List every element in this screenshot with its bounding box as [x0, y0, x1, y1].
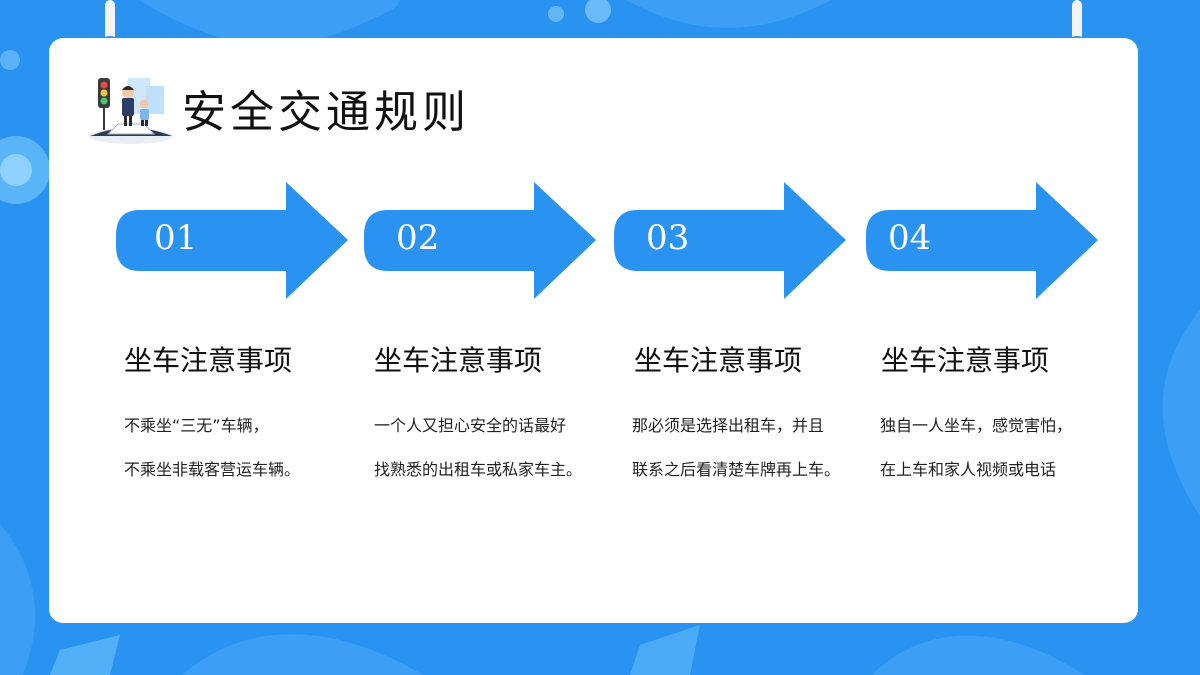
step-4-heading: 坐车注意事项: [881, 344, 1050, 377]
content-card: [49, 38, 1138, 623]
step-4-arrow: 04: [866, 182, 1102, 300]
step-3-line-1: 那必须是选择出租车，并且: [632, 416, 825, 435]
step-2-number: 02: [396, 218, 440, 258]
traffic-police-icon: [89, 78, 173, 144]
step-3-number: 03: [646, 218, 690, 258]
step-4-line-2: 在上车和家人视频或电话: [880, 460, 1057, 479]
step-4-description: 独自一人坐车，感觉害怕， 在上车和家人视频或电话: [880, 404, 1110, 492]
step-1-line-1: 不乘坐“三无”车辆，: [124, 416, 269, 435]
step-2-heading: 坐车注意事项: [374, 344, 543, 377]
step-3-heading: 坐车注意事项: [634, 344, 803, 377]
step-3-arrow: 03: [614, 182, 850, 300]
step-4-line-1: 独自一人坐车，感觉害怕，: [880, 416, 1073, 435]
step-4-number: 04: [888, 218, 932, 258]
step-1-heading: 坐车注意事项: [124, 344, 293, 377]
step-2-arrow: 02: [364, 182, 600, 300]
step-1-arrow: 01: [116, 182, 352, 300]
step-2-line-2: 找熟悉的出租车或私家车主。: [374, 460, 583, 479]
step-1-number: 01: [154, 218, 198, 258]
step-3-line-2: 联系之后看清楚车牌再上车。: [632, 460, 841, 479]
step-2-line-1: 一个人又担心安全的话最好: [374, 416, 567, 435]
page-title: 安全交通规则: [182, 87, 470, 138]
step-1-line-2: 不乘坐非载客营运车辆。: [124, 460, 301, 479]
step-2-description: 一个人又担心安全的话最好 找熟悉的出租车或私家车主。: [374, 404, 604, 492]
step-1-description: 不乘坐“三无”车辆， 不乘坐非载客营运车辆。: [124, 404, 354, 492]
step-3-description: 那必须是选择出租车，并且 联系之后看清楚车牌再上车。: [632, 404, 872, 492]
